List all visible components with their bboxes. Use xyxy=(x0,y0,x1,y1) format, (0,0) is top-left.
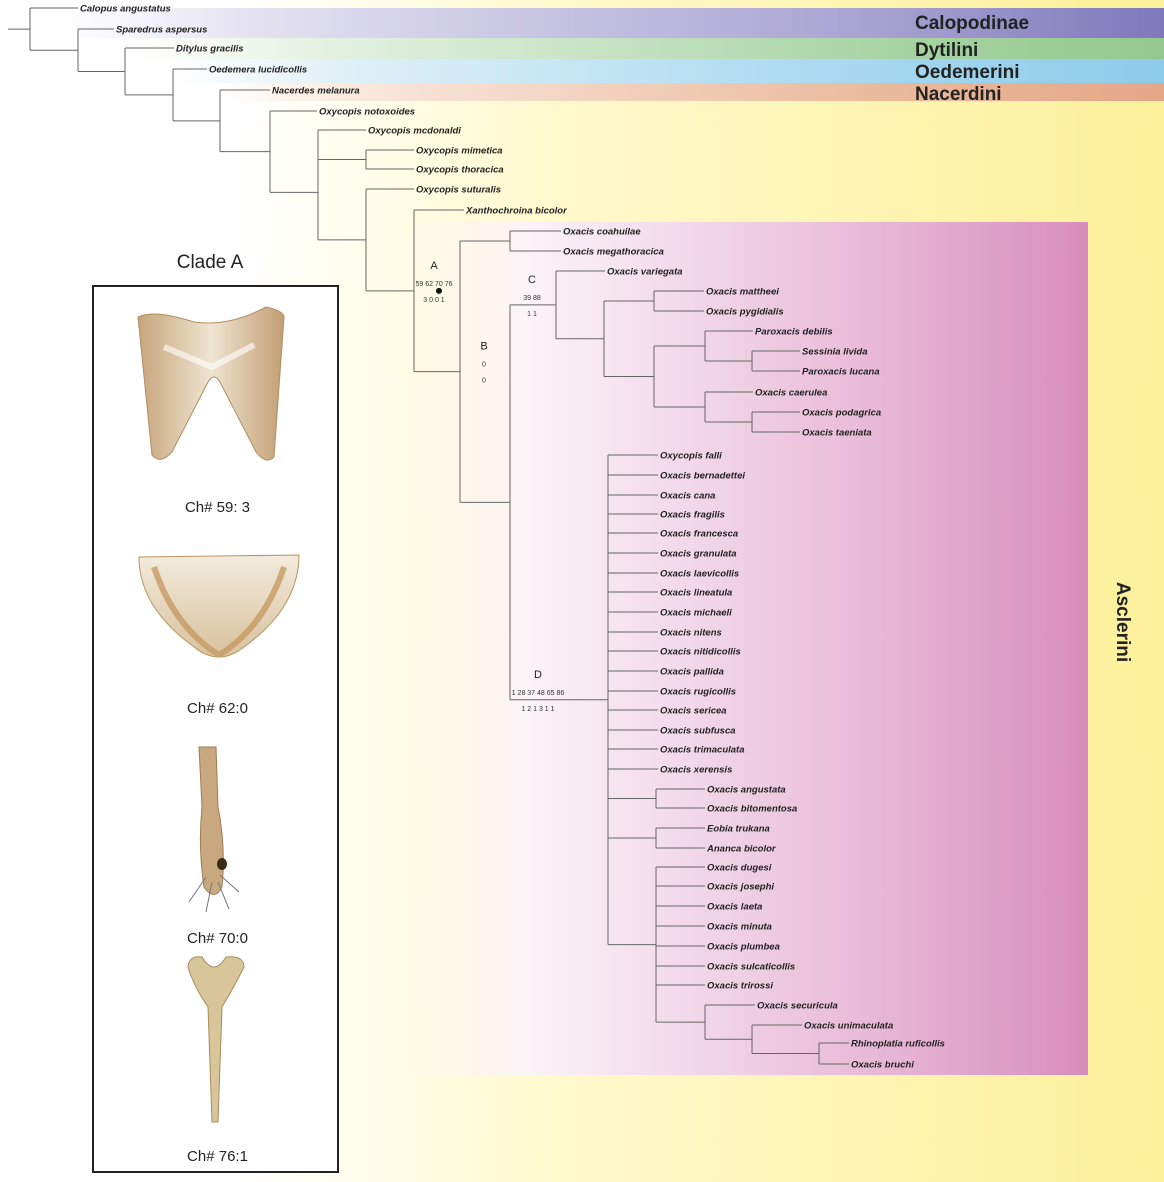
taxon-label: Nacerdes melanura xyxy=(272,86,360,97)
taxon-label: Oxycopis mimetica xyxy=(416,146,503,157)
clade-c-letter: C xyxy=(528,274,536,286)
taxon-label: Oxacis fragilis xyxy=(660,510,725,521)
taxon-label: Oxacis coahuilae xyxy=(563,227,641,238)
taxon-label: Oxacis unimaculata xyxy=(804,1021,893,1032)
taxon-label: Oxacis trimaculata xyxy=(660,745,745,756)
clade-b-characters: 0 xyxy=(482,362,486,369)
taxon-label: Oxacis mattheei xyxy=(706,287,779,298)
taxon-label: Oxacis trirossi xyxy=(707,981,773,992)
sternite-illustration-62 xyxy=(139,555,299,657)
clade-a-node-marker xyxy=(436,288,442,294)
clade-a-panel: Ch# 59: 3 Ch# 62:0 Ch# 70:0 Ch# 76:1 xyxy=(92,285,339,1173)
clade-d-annotation: D 1 28 37 48 65 86 1 2 1 3 1 1 xyxy=(512,669,565,713)
caption-ch59: Ch# 59: 3 xyxy=(94,499,341,516)
caption-ch76: Ch# 76:1 xyxy=(94,1148,341,1165)
clade-a-annotation: A 59 62 70 76 3 0 0 1 xyxy=(416,260,453,304)
taxon-label: Oxycopis mcdonaldi xyxy=(368,126,461,137)
taxon-label: Oxacis bitomentosa xyxy=(707,804,797,815)
taxon-label: Oxacis subfusca xyxy=(660,726,736,737)
taxon-label: Oxacis granulata xyxy=(660,549,737,560)
clade-d-letter: D xyxy=(534,669,542,681)
taxon-label: Oxacis pygidialis xyxy=(706,307,784,318)
taxon-label: Oxacis taeniata xyxy=(802,428,872,439)
taxon-label: Paroxacis debilis xyxy=(755,327,833,338)
clade-a-states: 3 0 0 1 xyxy=(423,297,445,304)
taxon-label: Oxacis bruchi xyxy=(851,1060,914,1071)
clade-d-states: 1 2 1 3 1 1 xyxy=(521,706,554,713)
clade-c-annotation: C 39 88 1 1 xyxy=(523,274,541,318)
taxon-label: Oxacis podagrica xyxy=(802,408,881,419)
taxon-label: Oxacis caerulea xyxy=(755,388,827,399)
clade-a-illustrations xyxy=(94,287,337,1171)
taxon-label: Oxacis rugicollis xyxy=(660,687,736,698)
sternite-illustration-59 xyxy=(138,307,284,460)
taxon-label: Oxacis nitens xyxy=(660,628,722,639)
taxon-label: Sessinia livida xyxy=(802,347,867,358)
clade-c-states: 1 1 xyxy=(527,311,537,318)
taxon-label: Oxacis bernadettei xyxy=(660,471,745,482)
taxon-label: Oxacis securicula xyxy=(757,1001,838,1012)
taxon-label: Oxacis plumbea xyxy=(707,942,780,953)
taxon-label: Sparedrus aspersus xyxy=(116,25,207,36)
taxon-label: Oxacis minuta xyxy=(707,922,772,933)
taxon-label: Xanthochroina bicolor xyxy=(465,206,568,217)
taxon-label: Ananca bicolor xyxy=(706,844,777,855)
taxon-label: Oedemera lucidicollis xyxy=(209,65,307,76)
taxon-label: Oxacis cana xyxy=(660,491,715,502)
taxon-label: Oxacis nitidicollis xyxy=(660,647,741,658)
tergite-illustration-76 xyxy=(188,957,244,1122)
taxon-label: Oxycopis thoracica xyxy=(416,165,504,176)
taxon-label: Oxacis variegata xyxy=(607,267,683,278)
clade-c-characters: 39 88 xyxy=(523,295,541,302)
taxon-label: Paroxacis lucana xyxy=(802,367,880,378)
taxon-label: Oxycopis suturalis xyxy=(416,185,501,196)
taxon-label: Oxacis michaeli xyxy=(660,608,732,619)
taxon-label: Oxacis laevicollis xyxy=(660,569,739,580)
taxon-label: Oxacis megathoracica xyxy=(563,247,664,258)
taxon-label: Oxacis sulcaticollis xyxy=(707,962,795,973)
taxon-label: Oxacis josephi xyxy=(707,882,774,893)
taxon-label: Rhinoplatia ruficollis xyxy=(851,1039,945,1050)
taxon-label: Ditylus gracilis xyxy=(176,44,244,55)
clade-a-characters: 59 62 70 76 xyxy=(416,281,453,288)
taxon-label: Oxacis lineatula xyxy=(660,588,732,599)
taxon-label: Oxacis francesca xyxy=(660,529,738,540)
taxon-label: Eobia trukana xyxy=(707,824,770,835)
taxon-label: Oxacis laeta xyxy=(707,902,762,913)
taxon-label: Oxacis xerensis xyxy=(660,765,732,776)
taxon-label: Oxacis dugesi xyxy=(707,863,772,874)
taxon-label: Oxacis pallida xyxy=(660,667,724,678)
clade-d-characters: 1 28 37 48 65 86 xyxy=(512,690,565,697)
caption-ch70: Ch# 70:0 xyxy=(94,930,341,947)
clade-panel-title: Clade A xyxy=(160,252,260,274)
taxon-label: Oxycopis falli xyxy=(660,451,722,462)
caption-ch62: Ch# 62:0 xyxy=(94,700,341,717)
taxon-label: Calopus angustatus xyxy=(80,4,171,15)
taxon-label: Oxycopis notoxoides xyxy=(319,107,415,118)
clade-b-states: 0 xyxy=(482,378,486,385)
taxon-label: Oxacis angustata xyxy=(707,785,786,796)
taxon-label: Oxacis sericea xyxy=(660,706,727,717)
clade-annotations: A 59 62 70 76 3 0 0 1 B 0 0 C 39 88 1 1 D 1 28 37 … xyxy=(416,260,565,713)
aedeagus-illustration-70 xyxy=(189,747,239,912)
clade-b-annotation: B 0 0 xyxy=(480,341,487,385)
clade-b-letter: B xyxy=(480,341,487,353)
clade-a-letter: A xyxy=(430,260,438,272)
